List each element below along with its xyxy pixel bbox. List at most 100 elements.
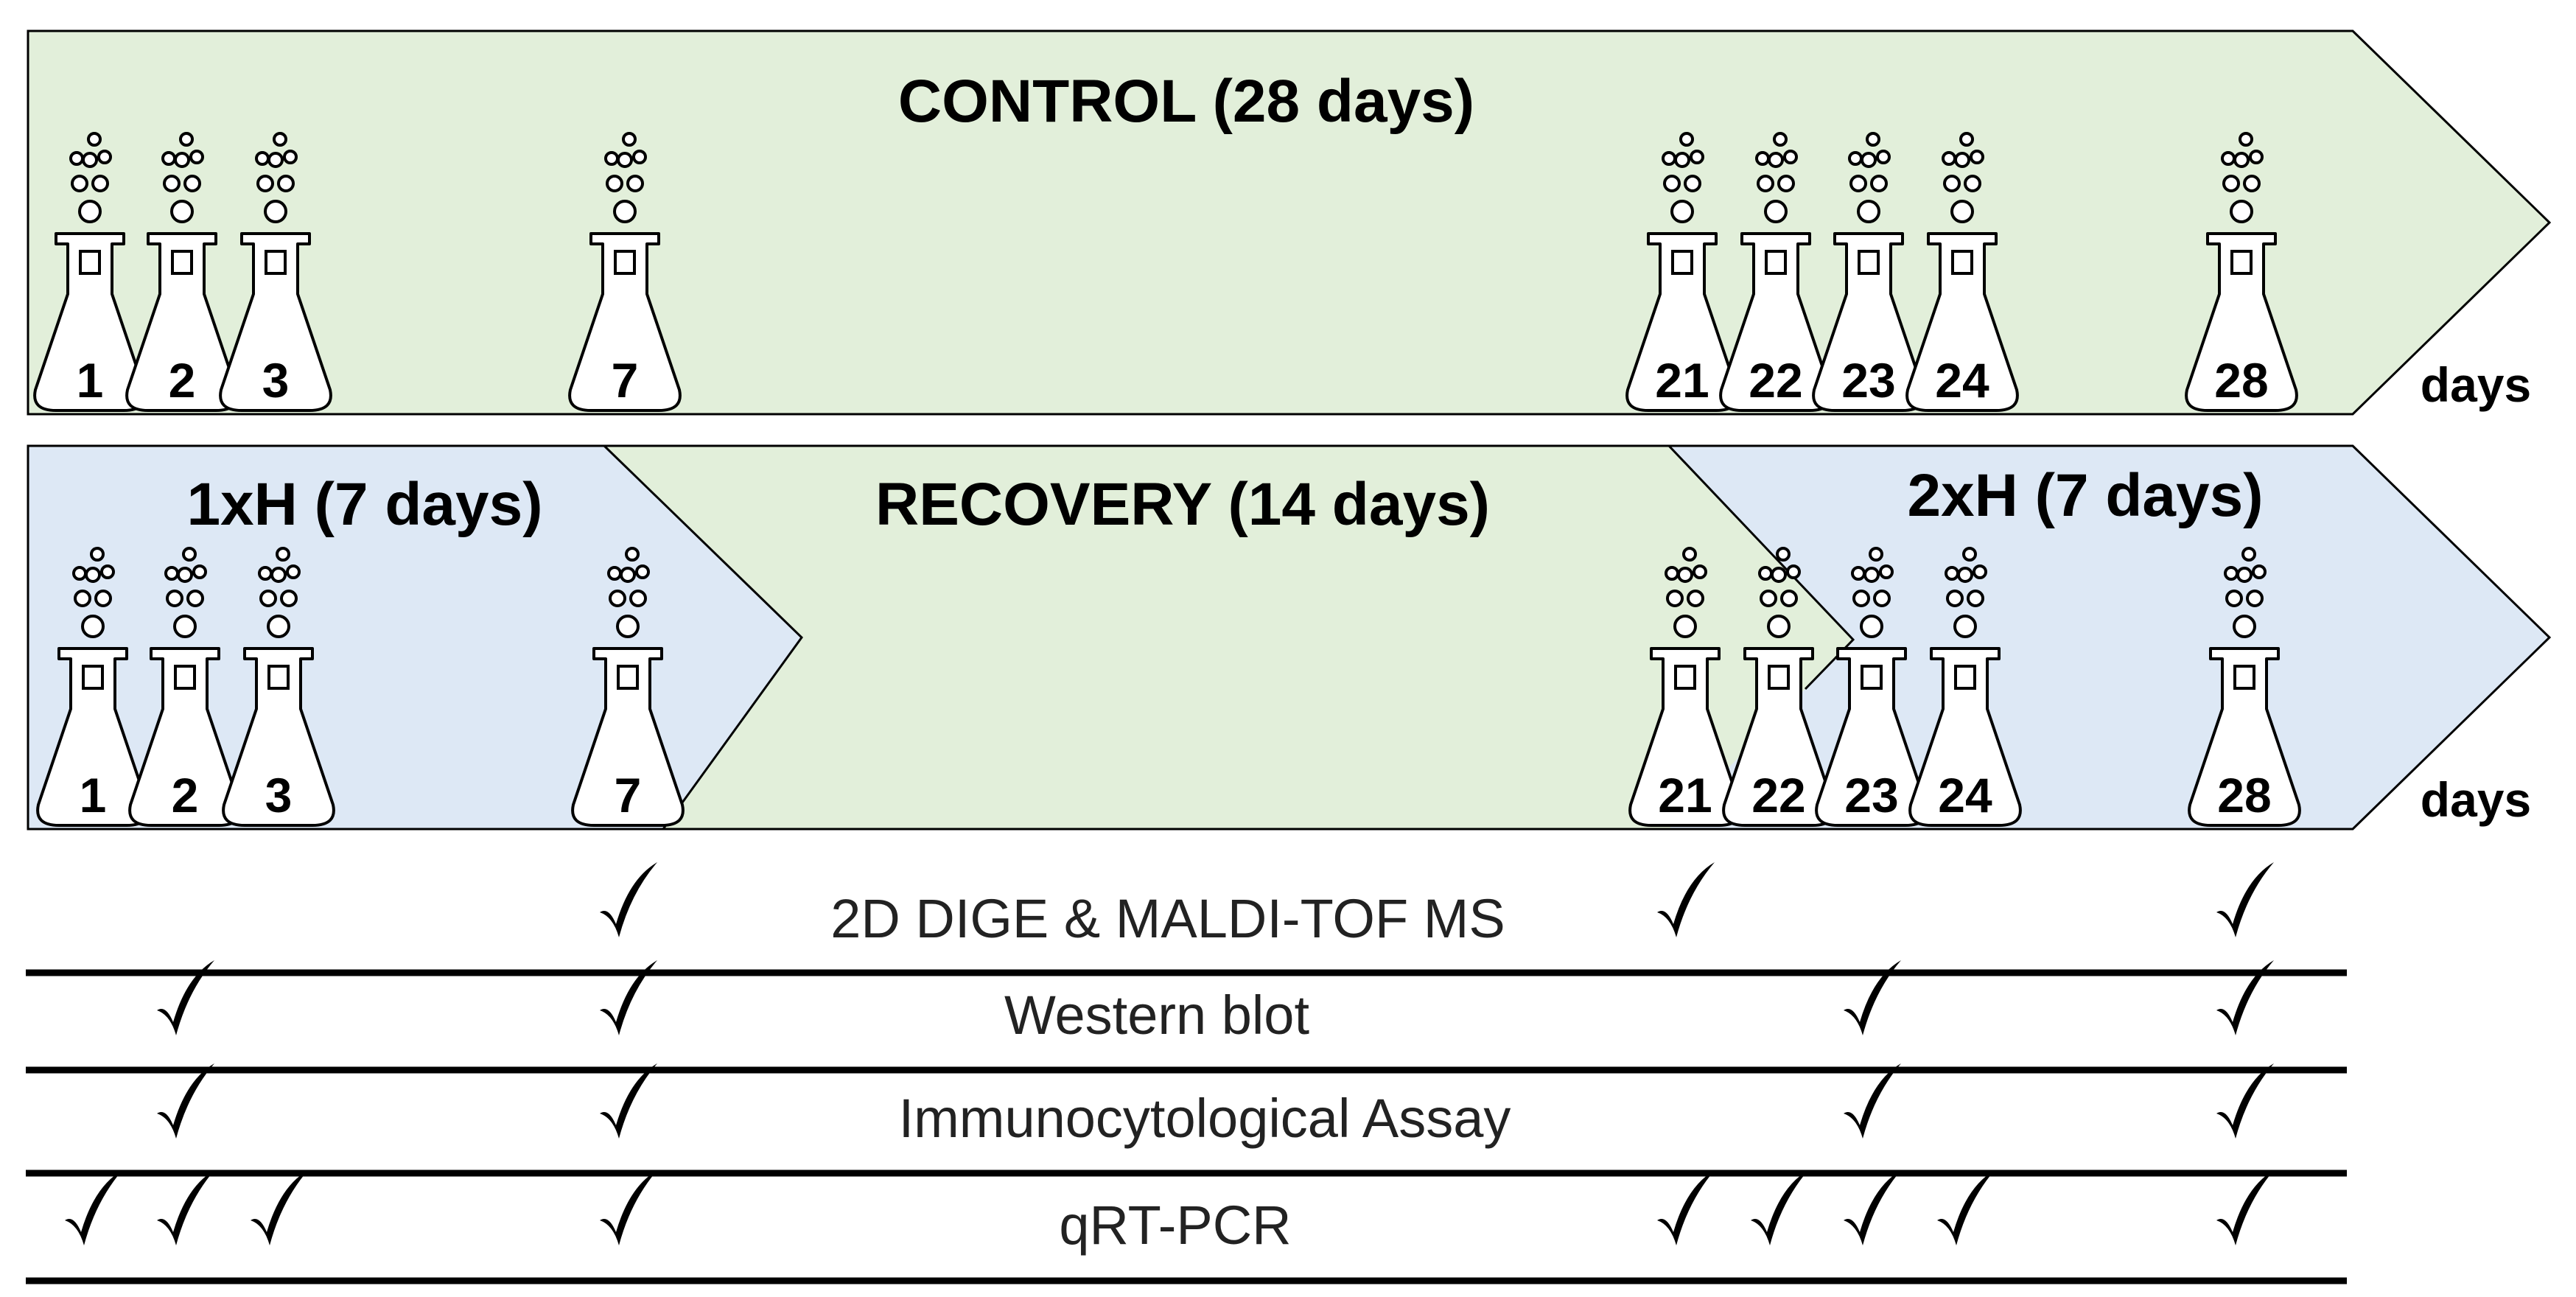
bubble bbox=[166, 590, 183, 607]
bubble bbox=[609, 590, 626, 607]
bubble bbox=[1876, 150, 1891, 164]
flask-icon: 1 bbox=[33, 132, 147, 412]
bubble bbox=[82, 152, 98, 168]
flask-day-number: 3 bbox=[265, 768, 293, 822]
bubble bbox=[1776, 547, 1791, 562]
bubble bbox=[163, 175, 181, 192]
bubble bbox=[1962, 547, 1977, 562]
checkmark-icon bbox=[1657, 1170, 1715, 1245]
flask-neck bbox=[614, 250, 636, 275]
bubble bbox=[192, 564, 207, 579]
checkmark-grid bbox=[65, 862, 2274, 1245]
flask-day-number: 21 bbox=[1658, 768, 1712, 822]
flask-neck bbox=[174, 665, 196, 690]
method-label: Immunocytological Assay bbox=[899, 1088, 1511, 1149]
bubble bbox=[90, 547, 105, 562]
phase-1xh-title: 1xH (7 days) bbox=[186, 471, 542, 538]
bubble bbox=[2233, 615, 2256, 638]
bubble bbox=[1946, 590, 1964, 607]
bubble bbox=[1679, 132, 1694, 147]
bubble bbox=[256, 175, 274, 192]
checkmark-icon bbox=[1844, 960, 1901, 1035]
treatment-days-label: days bbox=[2421, 772, 2531, 827]
bubble bbox=[1954, 152, 1970, 168]
flask-neck bbox=[2230, 250, 2253, 275]
flask-body bbox=[2185, 232, 2298, 412]
phase-boundary-2 bbox=[1667, 444, 1855, 691]
bubble bbox=[1677, 567, 1693, 583]
bubble bbox=[1863, 567, 1880, 583]
flask-day-number: 28 bbox=[2214, 353, 2268, 408]
bubble bbox=[1771, 567, 1787, 583]
bubble bbox=[259, 590, 277, 607]
flask-neck bbox=[82, 665, 104, 690]
checkmark-icon bbox=[2216, 1063, 2274, 1139]
flask-neck bbox=[265, 250, 287, 275]
checkmark-icon bbox=[600, 1063, 657, 1139]
phase-recovery-title: RECOVERY (14 days) bbox=[875, 471, 1490, 538]
bubble bbox=[1780, 590, 1798, 607]
checkmark-icon bbox=[2216, 862, 2274, 937]
checkmark-icon bbox=[600, 960, 657, 1035]
checkmark-icon bbox=[1844, 1170, 1901, 1245]
bubble bbox=[1970, 150, 1984, 164]
flask-body bbox=[219, 232, 332, 412]
flask-body bbox=[571, 647, 685, 827]
bubble bbox=[87, 132, 102, 147]
bubble bbox=[2221, 151, 2236, 166]
bubble bbox=[1957, 567, 1973, 583]
checkmark-icon bbox=[600, 1170, 657, 1245]
bubble bbox=[1959, 132, 1974, 147]
bubble bbox=[1757, 175, 1774, 192]
bubble bbox=[72, 566, 87, 581]
bubble bbox=[85, 567, 101, 583]
bubble bbox=[69, 151, 84, 166]
bubble bbox=[2239, 132, 2253, 147]
flask-day-number: 23 bbox=[1844, 768, 1898, 822]
bubble bbox=[1665, 566, 1679, 581]
method-label: Western blot bbox=[1004, 985, 1309, 1046]
checkmark-icon bbox=[2216, 1170, 2274, 1245]
bubble bbox=[2249, 150, 2264, 164]
checkmark-icon bbox=[1657, 862, 1715, 937]
checkmark-icon bbox=[1937, 1170, 1995, 1245]
checkmark-icon bbox=[65, 1170, 122, 1245]
bubble bbox=[1684, 175, 1701, 192]
analysis-methods-table: 2D DIGE & MALDI-TOF MS Western blot Immu… bbox=[26, 862, 2347, 1284]
flask-day-number: 7 bbox=[612, 353, 639, 408]
bubble bbox=[1851, 566, 1866, 581]
flask-icon: 3 bbox=[222, 547, 335, 827]
bubble bbox=[81, 615, 105, 638]
bubble bbox=[283, 150, 298, 164]
bubble bbox=[607, 566, 622, 581]
bubble bbox=[182, 547, 197, 562]
checkmark-icon bbox=[157, 1063, 214, 1139]
control-arrow-band bbox=[27, 29, 2552, 416]
bubble bbox=[1786, 564, 1801, 579]
bubble bbox=[604, 151, 619, 166]
flask-day-number: 23 bbox=[1841, 353, 1895, 408]
flask-icon: 24 bbox=[1908, 547, 2022, 827]
flask-icon: 23 bbox=[1812, 132, 1925, 412]
flask-body bbox=[1905, 232, 2019, 412]
bubble bbox=[1950, 200, 1974, 223]
bubble bbox=[629, 590, 647, 607]
checkmark-icon bbox=[1751, 1170, 1808, 1245]
bubble bbox=[258, 566, 273, 581]
bubble bbox=[1777, 175, 1795, 192]
bubble bbox=[1690, 150, 1704, 164]
bubble bbox=[632, 150, 647, 164]
bubble bbox=[625, 547, 640, 562]
bubble bbox=[267, 152, 284, 168]
bubble bbox=[1849, 175, 1867, 192]
treatment-arrow-outline bbox=[27, 444, 2552, 831]
bubble bbox=[1693, 564, 1707, 579]
flask-day-number: 21 bbox=[1655, 353, 1709, 408]
bubble bbox=[1870, 175, 1888, 192]
flask-day-number: 7 bbox=[615, 768, 642, 822]
bubble bbox=[1662, 151, 1676, 166]
bubble bbox=[1942, 151, 1956, 166]
bubble bbox=[264, 200, 287, 223]
